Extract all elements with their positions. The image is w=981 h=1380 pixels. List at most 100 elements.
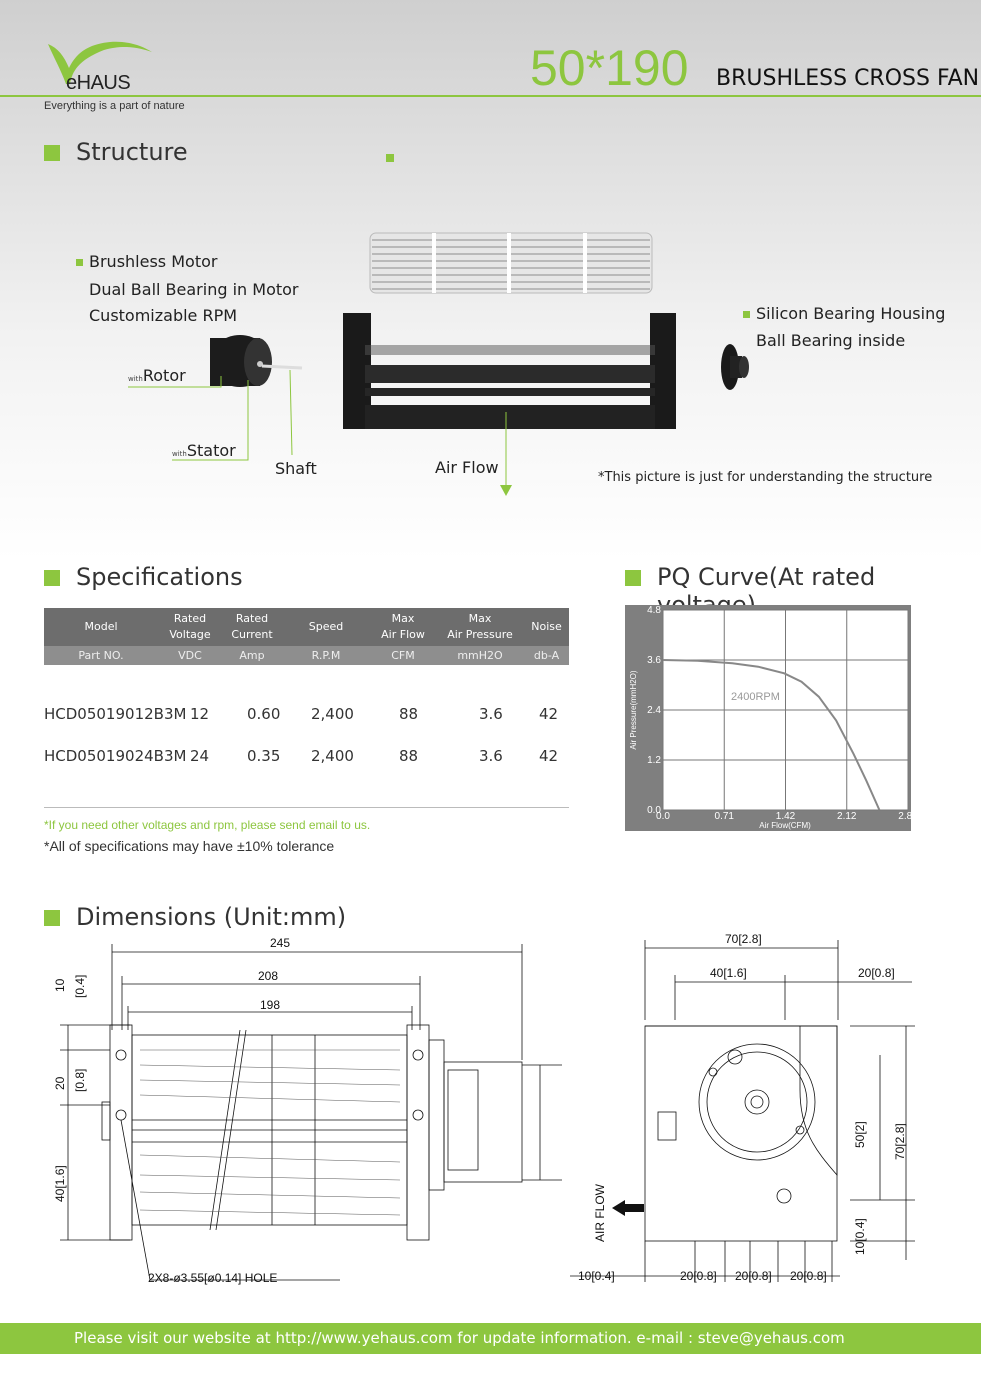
tagline: Everything is a part of nature xyxy=(44,100,185,112)
side-dimension-drawing: 70[2.8] 40[1.6] 20[0.8] 50[2] 70[2.8] 10… xyxy=(570,932,915,1283)
side-20c: 20[0.8] xyxy=(790,1269,827,1283)
series-label: 2400RPM xyxy=(731,691,780,703)
unit-pressure: mmH2O xyxy=(436,646,524,665)
side-20-top: 20[0.8] xyxy=(858,966,895,980)
logo-text: eHAUS xyxy=(66,72,131,94)
logo-leaf-icon xyxy=(48,41,152,84)
row2-model: HCD05019024B3M xyxy=(44,747,187,765)
side-20b: 20[0.8] xyxy=(735,1269,772,1283)
side-70v: 70[2.8] xyxy=(893,1123,907,1160)
unit-current: Amp xyxy=(222,646,282,665)
unit-voltage: VDC xyxy=(158,646,222,665)
row1-speed: 2,400 xyxy=(311,705,354,723)
front-dimension-drawing: 245 208 198 10 [0.4] 20 [0.8] 40[1.6] 2X… xyxy=(53,936,562,1285)
row1-noise: 42 xyxy=(539,705,559,723)
logo: eHAUS xyxy=(44,38,194,98)
dim-198: 198 xyxy=(260,998,280,1012)
side-50: 50[2] xyxy=(853,1121,867,1148)
dimensions-title: Dimensions (Unit:mm) xyxy=(76,903,347,931)
x-tick-label: 0.71 xyxy=(715,811,735,822)
product-name: BRUSHLESS CROSS FAN xyxy=(716,66,980,91)
structure-title: Structure xyxy=(76,138,188,166)
fan-housing xyxy=(343,313,676,429)
dim-40: 40[1.6] xyxy=(53,1165,67,1202)
dim-10: 10 xyxy=(53,978,67,992)
impeller xyxy=(369,232,653,294)
x-tick-label: 2.12 xyxy=(837,811,857,822)
row2-noise: 42 xyxy=(539,747,559,765)
header-rule xyxy=(0,95,981,97)
specs-title: Specifications xyxy=(76,563,243,591)
specs-bullet xyxy=(44,570,60,586)
tiny-bullet xyxy=(386,154,394,162)
side-40: 40[1.6] xyxy=(710,966,747,980)
note-voltage: *If you need other voltages and rpm, ple… xyxy=(44,818,371,832)
air-flow-label: AIR FLOW xyxy=(593,1183,607,1242)
model-size: 50*190 xyxy=(530,40,689,96)
stator-label: withStator xyxy=(172,441,236,460)
motor xyxy=(210,335,303,387)
side-10b: 10[0.4] xyxy=(578,1269,615,1283)
specs-divider xyxy=(44,807,569,808)
y-axis-label: Air Pressure(mmH2O) xyxy=(629,670,638,749)
col-speed: Speed xyxy=(282,608,370,646)
unit-speed: R.P.M xyxy=(282,646,370,665)
col-pressure: Max Air Pressure xyxy=(436,608,524,646)
airflow-label: Air Flow xyxy=(435,458,499,477)
structure-bullet xyxy=(44,145,60,161)
dim-20-in: [0.8] xyxy=(73,1069,87,1092)
y-tick-label: 0.0 xyxy=(647,805,661,816)
airflow-arrow-icon xyxy=(612,1200,644,1216)
structure-disclaimer: *This picture is just for understanding … xyxy=(598,470,933,485)
side-70: 70[2.8] xyxy=(725,932,762,946)
housing-bullet xyxy=(743,311,750,318)
pq-chart: 0.0 0.71 1.42 2.12 2.83 0.0 1.2 2.4 3.6 4.8 2400R… xyxy=(625,605,911,831)
hole-label: 2X8-ø3.55[ø0.14] HOLE xyxy=(148,1271,277,1285)
dimensions-bullet xyxy=(44,910,60,926)
y-tick-label: 1.2 xyxy=(647,755,661,766)
footer-bar: Please visit our website at http://www.y… xyxy=(0,1323,981,1354)
motor-line-3: Customizable RPM xyxy=(89,306,238,325)
row2-flow: 88 xyxy=(399,747,419,765)
fan-structure-illustration xyxy=(128,232,749,496)
shaft-label: Shaft xyxy=(275,459,317,478)
rotor-label: withRotor xyxy=(128,366,186,385)
row2-speed: 2,400 xyxy=(311,747,354,765)
col-current: Rated Current xyxy=(222,608,282,646)
note-tolerance: *All of specifications may have ±10% tol… xyxy=(44,838,335,854)
row2-pressure: 3.6 xyxy=(479,747,503,765)
side-10v: 10[0.4] xyxy=(853,1218,867,1255)
motor-line-1: Brushless Motor xyxy=(76,252,217,271)
x-tick-label: 1.42 xyxy=(776,811,796,822)
unit-noise: db-A xyxy=(524,646,569,665)
row2-current: 0.35 xyxy=(247,747,281,765)
dim-10-in: [0.4] xyxy=(73,975,87,998)
row2-voltage: 24 xyxy=(190,747,210,765)
bearing-housing xyxy=(721,344,749,390)
row1-flow: 88 xyxy=(399,705,419,723)
unit-flow: CFM xyxy=(370,646,436,665)
col-flow: Max Air Flow xyxy=(370,608,436,646)
footer-text: Please visit our website at http://www.y… xyxy=(74,1329,845,1347)
series-line-2400rpm xyxy=(662,659,881,811)
dim-208: 208 xyxy=(258,969,278,983)
chart-grid xyxy=(662,609,909,811)
dim-20: 20 xyxy=(53,1076,67,1090)
row1-pressure: 3.6 xyxy=(479,705,503,723)
x-tick-label: 0.0 xyxy=(656,811,670,822)
y-tick-label: 3.6 xyxy=(647,655,661,666)
x-axis-label: Air Flow(CFM) xyxy=(759,821,811,830)
y-tick-label: 2.4 xyxy=(647,705,661,716)
pq-bullet xyxy=(625,570,641,586)
col-noise: Noise xyxy=(524,608,569,646)
row1-model: HCD05019012B3M xyxy=(44,705,187,723)
side-20a: 20[0.8] xyxy=(680,1269,717,1283)
x-tick-label: 2.83 xyxy=(898,811,911,822)
housing-line-2: Ball Bearing inside xyxy=(756,331,906,350)
row1-voltage: 12 xyxy=(190,705,210,723)
row1-current: 0.60 xyxy=(247,705,281,723)
unit-model: Part NO. xyxy=(44,646,158,665)
specs-table-header: Model Rated Voltage Rated Current Speed … xyxy=(44,608,569,665)
y-tick-label: 4.8 xyxy=(647,605,661,616)
col-voltage: Rated Voltage xyxy=(158,608,222,646)
